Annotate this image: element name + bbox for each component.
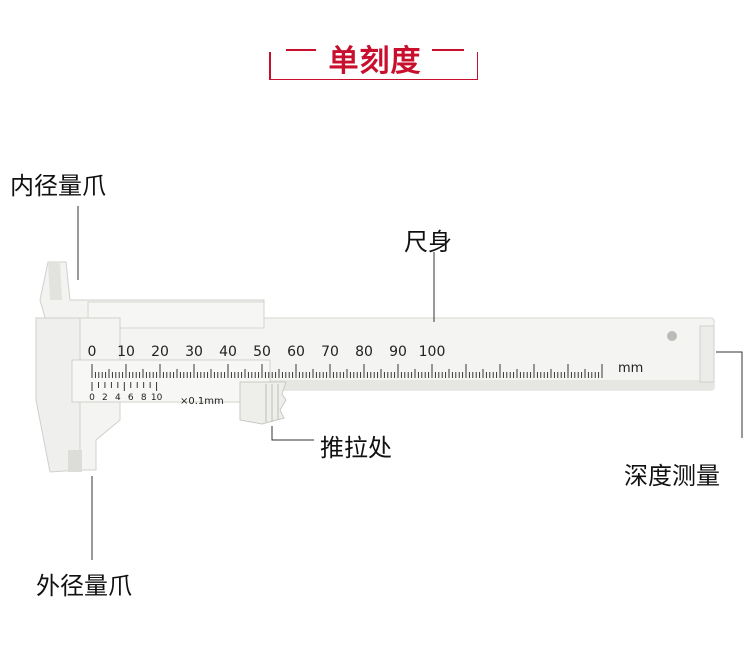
outer-jaw-fixed — [35, 317, 81, 473]
unit-label: mm — [618, 361, 643, 376]
vernier-tick-label: 4 — [115, 393, 121, 403]
vernier-tick-label: 10 — [151, 393, 163, 403]
main-tick-label: 40 — [219, 344, 237, 360]
thumb-grip — [239, 381, 287, 425]
label-ruler-body: 尺身 — [404, 228, 452, 256]
main-tick-label: 20 — [151, 344, 169, 360]
vernier-plate — [71, 359, 271, 403]
main-tick-label: 10 — [117, 344, 135, 360]
main-tick-label: 90 — [389, 344, 407, 360]
main-tick-label: 100 — [419, 344, 446, 360]
main-tick-label: 60 — [287, 344, 305, 360]
main-tick-label: 0 — [88, 344, 97, 360]
vernier-note: ×0.1mm — [180, 396, 224, 407]
main-scale: 0 10 20 30 40 50 60 70 80 90 100 — [88, 344, 603, 378]
title-frame — [269, 49, 478, 80]
vernier-tick-label: 6 — [128, 393, 134, 403]
hang-hole — [667, 331, 677, 341]
vernier-tick-label: 0 — [89, 393, 95, 403]
title-box: 单刻度 — [268, 26, 482, 82]
vernier-tick-label: 8 — [141, 393, 147, 403]
label-inner-jaw: 内径量爪 — [10, 172, 106, 200]
main-tick-label: 50 — [253, 344, 271, 360]
label-slider: 推拉处 — [320, 434, 392, 462]
main-tick-label: 30 — [185, 344, 203, 360]
main-tick-label: 70 — [321, 344, 339, 360]
label-outer-jaw: 外径量爪 — [36, 572, 132, 600]
main-tick-label: 80 — [355, 344, 373, 360]
label-depth: 深度测量 — [624, 462, 720, 490]
leader-slider — [271, 426, 314, 441]
leader-depth — [716, 351, 743, 438]
page-title: 单刻度 — [328, 44, 422, 79]
vernier-tick-label: 2 — [102, 393, 108, 403]
depth-rod — [699, 325, 715, 383]
